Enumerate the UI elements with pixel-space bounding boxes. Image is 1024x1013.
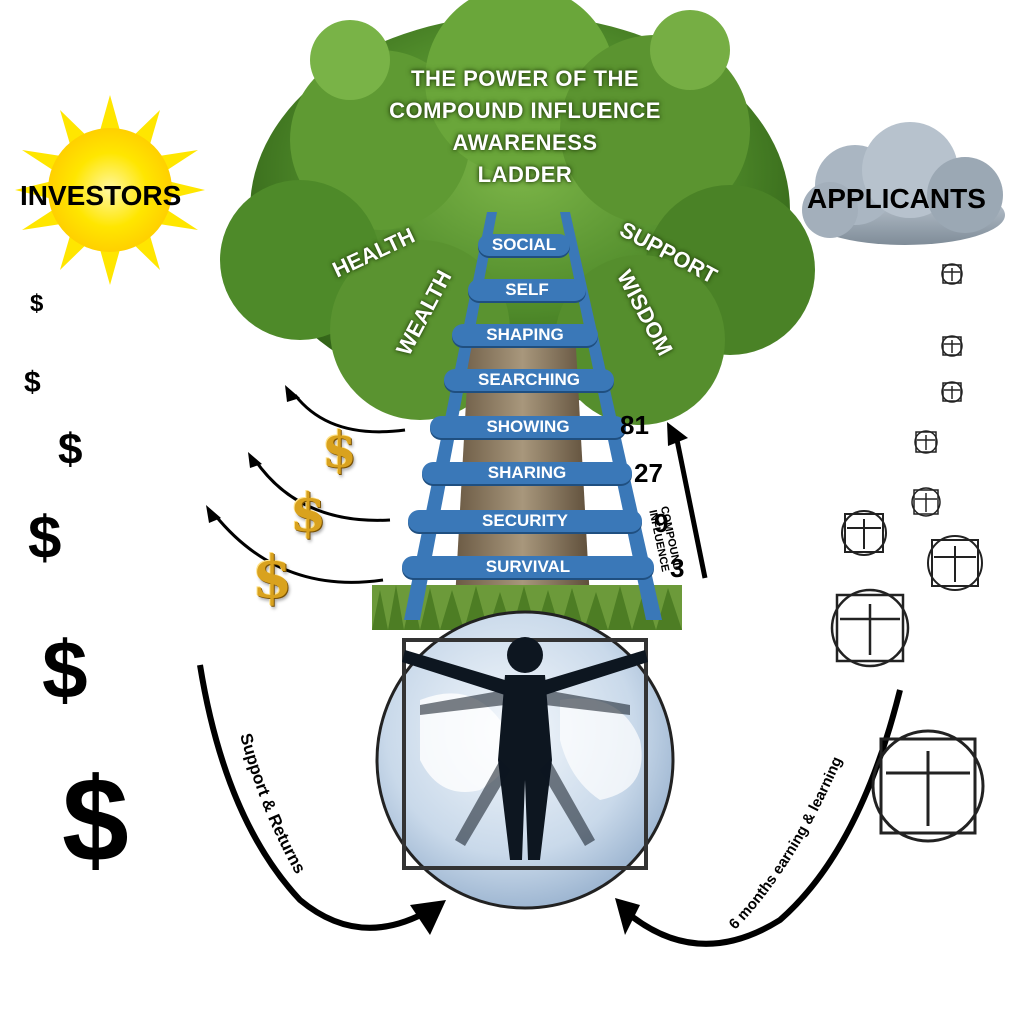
rung-self: SELF [468,279,586,301]
vitruvian-man-icon [871,729,985,843]
vitruvian-man-icon [914,430,938,454]
investors-label: INVESTORS [20,180,182,211]
security-number: 9 [654,508,669,538]
vitruvian-man-icon [927,535,983,591]
rung-security: SECURITY [408,510,642,532]
rung-searching: SEARCHING [444,369,614,391]
support-returns-label: Support & Returns [236,731,309,877]
diagram-title-line-4: LADDER [477,162,573,187]
gold-dollar-icon: $ [252,543,293,611]
dollar-icon: $ [30,290,44,317]
dollar-icon: $ [58,425,83,474]
sun-icon [15,95,205,285]
rung-social: SOCIAL [478,234,570,256]
vitruvian-man-icon [941,381,963,403]
applicant-figures [830,263,985,843]
support-returns-arrow [197,664,432,931]
vitruvian-man-icon [911,487,941,517]
vitruvian-man-icon [941,263,963,285]
vitruvian-man-icon [941,335,963,357]
flow-arrows-left [213,394,406,584]
tree-icon [220,0,815,630]
applicants-label: APPLICANTS [807,183,986,214]
vitruvian-man-icon [402,637,648,860]
vitruvian-man-icon [830,588,910,668]
dollar-icon: $ [28,504,62,571]
rung-shaping: SHAPING [452,324,598,346]
survival-number: 3 [670,553,685,583]
rung-showing: SHOWING [430,416,626,438]
dollar-icon: $ [62,753,129,887]
vitruvian-man-icon [841,510,887,556]
diagram-title-line-3: AWARENESS [452,130,598,155]
dollar-icon: $ [24,366,41,399]
dollar-icon: $ [42,625,88,716]
rung-survival: SURVIVAL [402,556,654,578]
rung-sharing: SHARING [422,462,632,484]
showing-number: 81 [620,410,649,440]
gold-dollar-icon: $ [290,483,327,544]
gold-dollar-icon: $ [322,420,357,479]
sharing-number: 27 [634,458,663,488]
cloud-icon [802,122,1005,245]
earning-learning-label: 6 months earning & learning [726,754,846,933]
compound-influence-arrow [673,434,708,579]
diagram-title-line-2: COMPOUND INFLUENCE [389,98,661,123]
diagram-title-line-1: THE POWER OF THE [411,66,639,91]
